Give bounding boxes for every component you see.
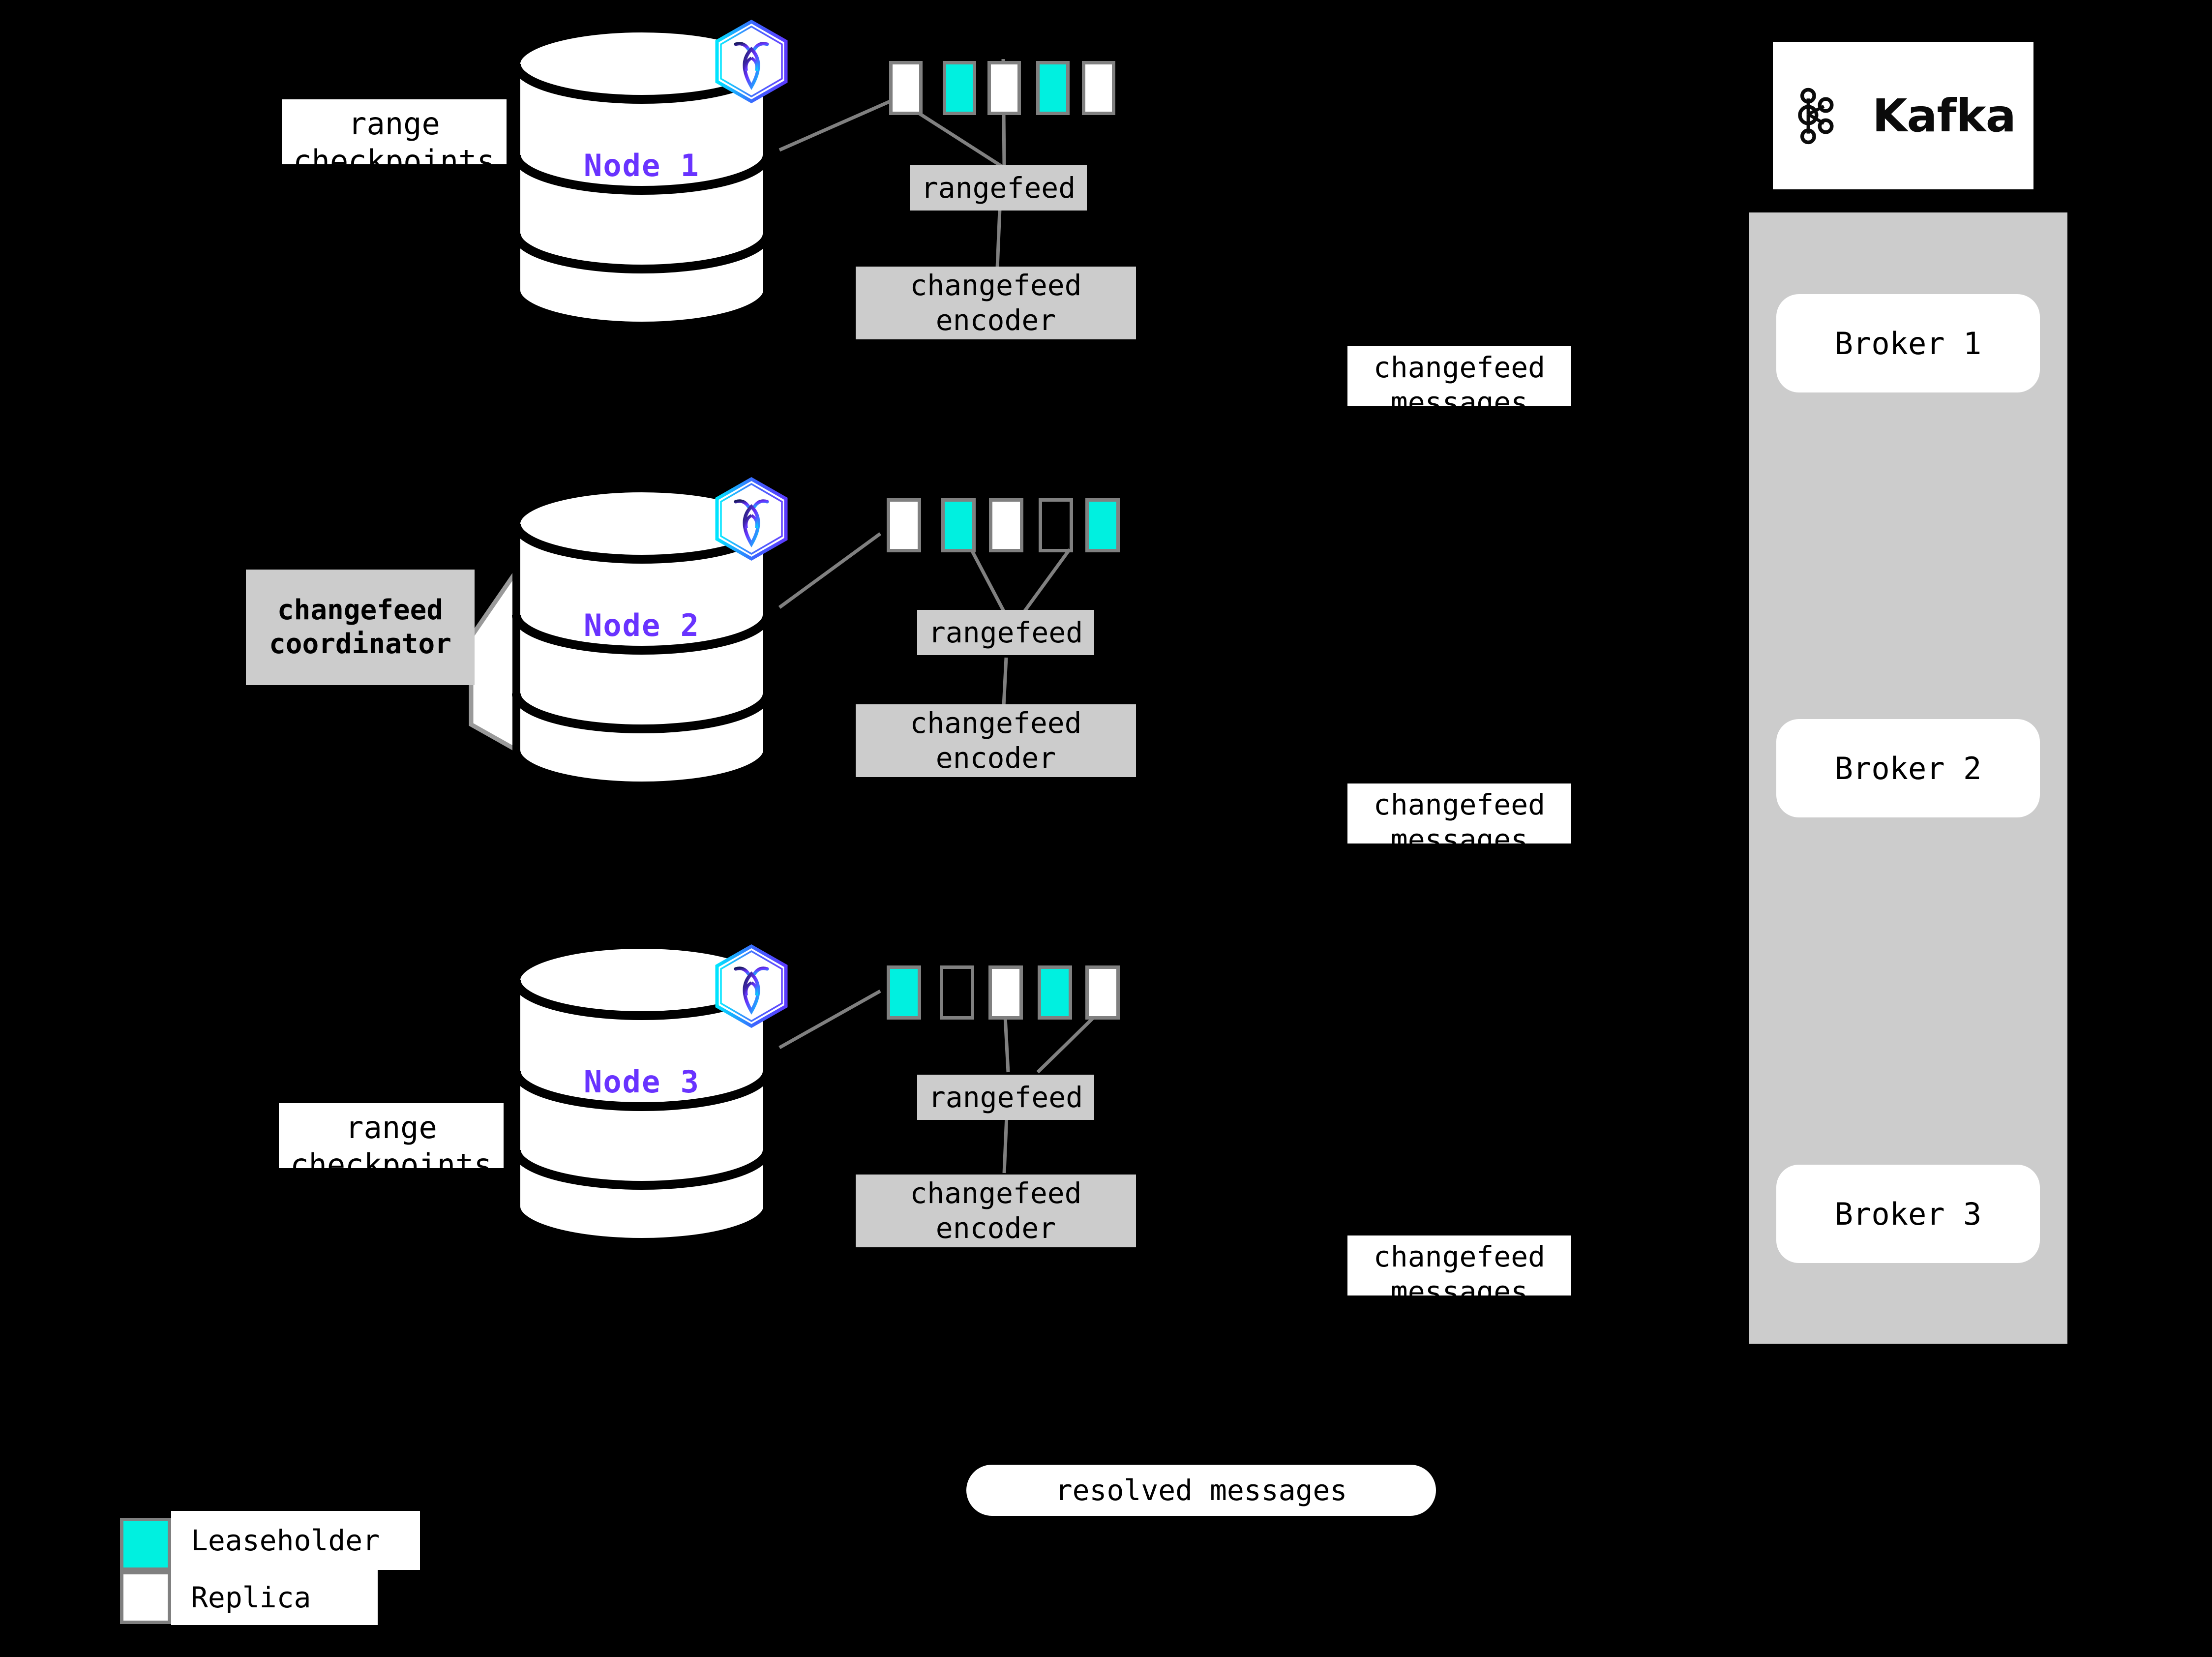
node-1-range-cell-2[interactable]	[943, 61, 976, 115]
node-1-range-checkpoints-label: range checkpoints	[282, 99, 507, 164]
label-line-1: range	[348, 106, 440, 142]
node-2-range-cell-4[interactable]	[1039, 498, 1073, 552]
label-line-2: messages	[1390, 385, 1528, 406]
node-2-range-cell-2[interactable]	[941, 498, 976, 552]
kafka-wordmark: Kafka	[1872, 89, 2016, 142]
encoder-line-2: encoder	[935, 303, 1056, 337]
label-line-1: range	[345, 1110, 437, 1145]
node-3-range-cell-1[interactable]	[887, 965, 921, 1020]
cockroachdb-hexagon-icon	[715, 477, 788, 561]
resolved-messages-pill[interactable]: resolved messages	[966, 1465, 1436, 1516]
node-3-range-cell-4[interactable]	[1038, 965, 1072, 1020]
node-1-range-cell-3[interactable]	[987, 61, 1021, 115]
broker-item-1[interactable]: Broker 1	[1776, 294, 2040, 392]
node-3-changefeed-messages-label: changefeed messages	[1347, 1235, 1571, 1295]
coordinator-line-2: coordinator	[269, 628, 451, 660]
encoder-line-2: encoder	[935, 1211, 1056, 1245]
cylinder-shape	[512, 487, 772, 787]
node-3-changefeed-encoder-box[interactable]: changefeed encoder	[856, 1175, 1136, 1247]
node-3-database-cylinder: Node 3	[511, 943, 772, 1243]
node-2-changefeed-messages-label: changefeed messages	[1347, 783, 1571, 844]
cylinder-shape	[512, 27, 772, 327]
label-line-2: messages	[1390, 822, 1528, 844]
encoder-line-2: encoder	[935, 741, 1056, 775]
broker-item-2[interactable]: Broker 2	[1776, 719, 2040, 817]
label-line-2: checkpoints	[290, 1146, 492, 1168]
node-1-label: Node 1	[584, 148, 700, 183]
node-3-range-checkpoints-label: range checkpoints	[279, 1103, 504, 1168]
node-1-database-cylinder: Node 1	[511, 27, 772, 327]
node-2-range-cell-1[interactable]	[887, 498, 921, 552]
node-2-range-cell-5[interactable]	[1085, 498, 1120, 552]
node-3-range-cell-2[interactable]	[940, 965, 974, 1020]
node-3-rangefeed-box[interactable]: rangefeed	[917, 1075, 1094, 1120]
encoder-line-1: changefeed	[910, 1176, 1082, 1210]
node-3-cockroachdb-hexagon-icon	[707, 943, 796, 1037]
cylinder-shape	[512, 943, 772, 1243]
node-1-cockroachdb-hexagon-icon	[707, 19, 796, 112]
node-2-range-cell-3[interactable]	[989, 498, 1023, 552]
node-1-rangefeed-box[interactable]: rangefeed	[910, 165, 1087, 211]
node-3-label: Node 3	[584, 1064, 700, 1100]
legend-swatch-replica	[120, 1571, 171, 1624]
label-line-1: changefeed	[1373, 788, 1546, 821]
label-line-1: changefeed	[1373, 1240, 1546, 1273]
label-line-1: changefeed	[1373, 351, 1546, 384]
kafka-logo-icon	[1798, 88, 1834, 145]
node-1-changefeed-encoder-box[interactable]: changefeed encoder	[856, 267, 1136, 339]
node-3-range-cell-3[interactable]	[988, 965, 1023, 1020]
node-2-cockroachdb-hexagon-icon	[707, 476, 796, 570]
encoder-line-1: changefeed	[910, 706, 1082, 740]
label-line-2: messages	[1390, 1274, 1528, 1295]
coordinator-line-1: changefeed	[277, 594, 444, 627]
node-1-changefeed-messages-label: changefeed messages	[1347, 346, 1571, 406]
broker-item-3[interactable]: Broker 3	[1776, 1165, 2040, 1263]
label-line-2: checkpoints	[293, 143, 495, 164]
kafka-logo-card: Kafka	[1773, 42, 2033, 189]
legend-label-leaseholder: Leaseholder	[171, 1511, 420, 1570]
node-1-range-cell-1[interactable]	[889, 61, 923, 115]
node-3-range-cell-5[interactable]	[1085, 965, 1120, 1020]
node-2-database-cylinder: Node 2	[511, 487, 772, 787]
legend-label-replica: Replica	[171, 1570, 378, 1625]
node-2-rangefeed-box[interactable]: rangefeed	[917, 610, 1094, 655]
node-1-range-cell-5[interactable]	[1082, 61, 1115, 115]
node-2-changefeed-encoder-box[interactable]: changefeed encoder	[856, 704, 1136, 777]
encoder-line-1: changefeed	[910, 269, 1082, 302]
cockroachdb-hexagon-icon	[715, 19, 788, 104]
node-2-label: Node 2	[584, 607, 700, 643]
legend-swatch-leaseholder	[120, 1518, 171, 1571]
cockroachdb-hexagon-icon	[715, 944, 788, 1028]
node-2-changefeed-coordinator-box[interactable]: changefeed coordinator	[246, 570, 475, 685]
node-1-range-cell-4[interactable]	[1036, 61, 1070, 115]
